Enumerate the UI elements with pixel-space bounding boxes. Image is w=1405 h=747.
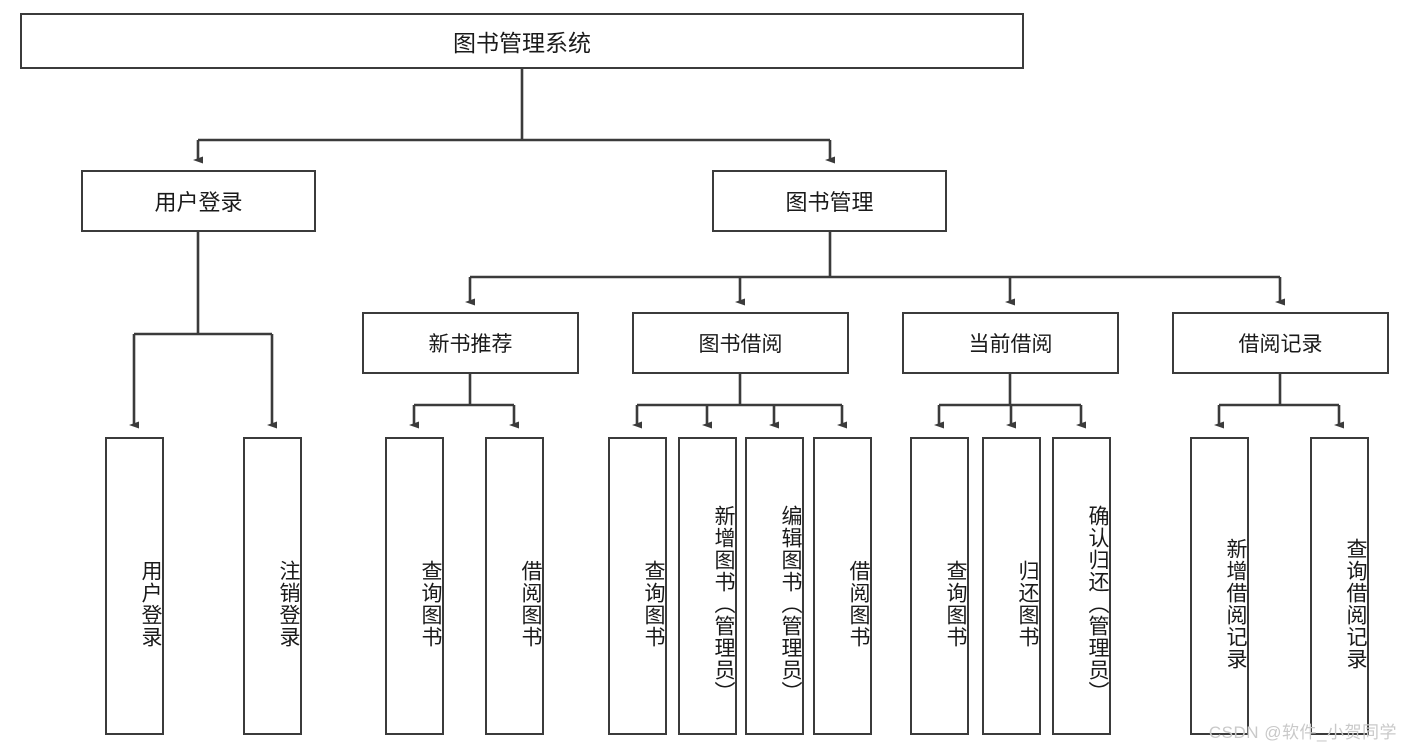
leaf-add-borrow-record[interactable]: 新增借阅记录 xyxy=(1190,437,1249,735)
leaf-borrow-book-1[interactable]: 借阅图书 xyxy=(485,437,544,735)
leaf-query-book-1[interactable]: 查询图书 xyxy=(385,437,444,735)
leaf-edit-book[interactable]: 编辑图书（管理员） xyxy=(745,437,804,735)
node-current-borrow[interactable]: 当前借阅 xyxy=(902,312,1119,374)
leaf-confirm-return[interactable]: 确认归还（管理员） xyxy=(1052,437,1111,735)
csdn-watermark: CSDN @软件_小贺同学 xyxy=(1208,723,1397,742)
leaf-logout[interactable]: 注销登录 xyxy=(243,437,302,735)
leaf-query-book-2[interactable]: 查询图书 xyxy=(608,437,667,735)
node-book-borrow[interactable]: 图书借阅 xyxy=(632,312,849,374)
leaf-add-book[interactable]: 新增图书（管理员） xyxy=(678,437,737,735)
leaf-query-borrow-record[interactable]: 查询借阅记录 xyxy=(1310,437,1369,735)
leaf-query-book-3[interactable]: 查询图书 xyxy=(910,437,969,735)
leaf-borrow-book-2[interactable]: 借阅图书 xyxy=(813,437,872,735)
node-book-manage[interactable]: 图书管理 xyxy=(712,170,947,232)
node-borrow-record[interactable]: 借阅记录 xyxy=(1172,312,1389,374)
leaf-user-login[interactable]: 用户登录 xyxy=(105,437,164,735)
node-root[interactable]: 图书管理系统 xyxy=(20,13,1024,69)
leaf-return-book[interactable]: 归还图书 xyxy=(982,437,1041,735)
node-new-book-recommend[interactable]: 新书推荐 xyxy=(362,312,579,374)
node-user-login[interactable]: 用户登录 xyxy=(81,170,316,232)
